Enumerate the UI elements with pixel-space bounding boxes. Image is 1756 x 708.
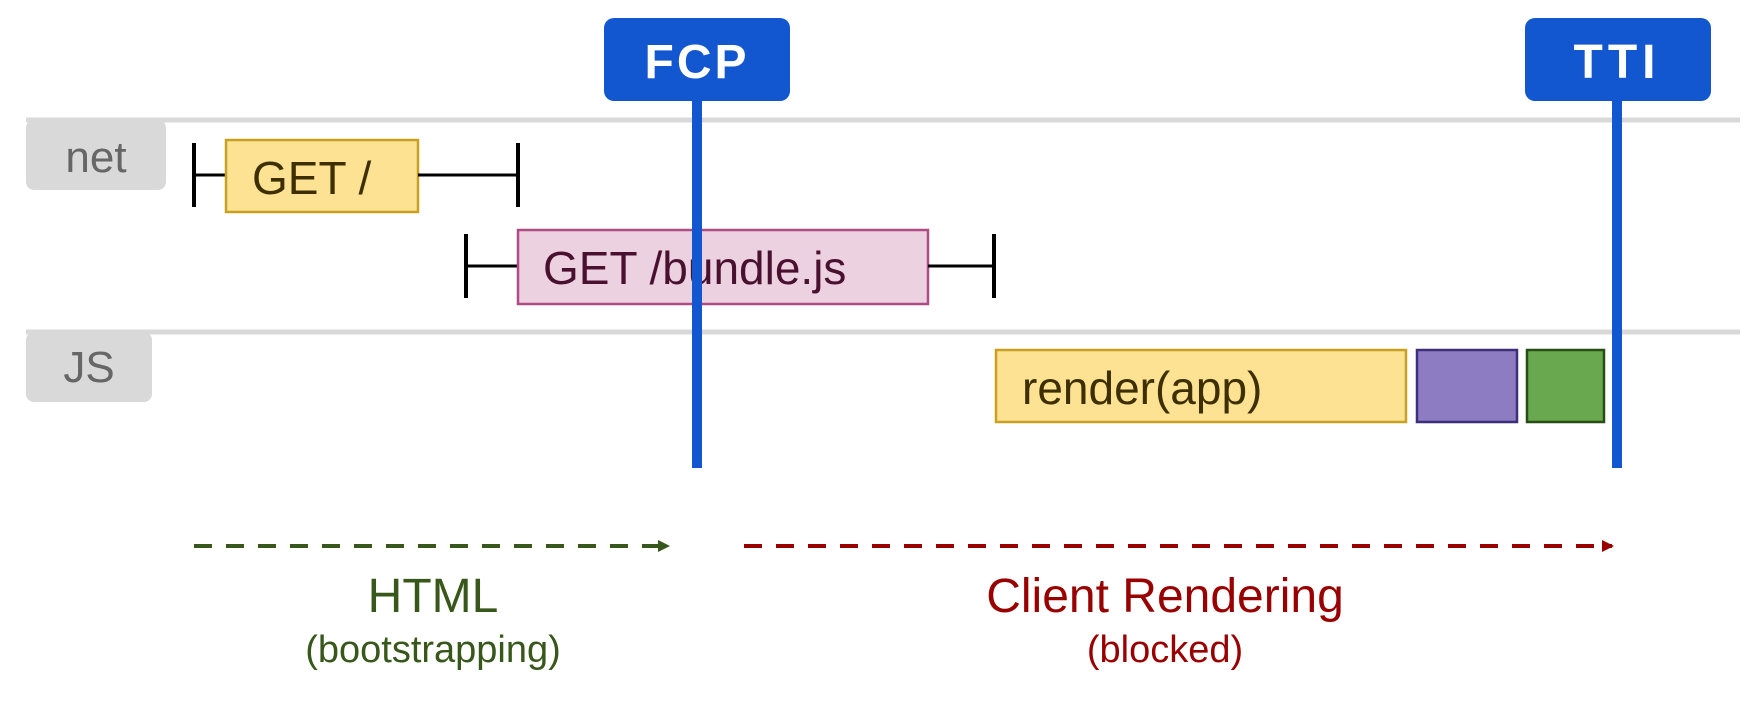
task-label: render(app) (1022, 362, 1262, 414)
fcp-label: FCP (645, 36, 750, 89)
fcp-marker: FCP (604, 18, 790, 101)
tti-label: TTI (1574, 36, 1661, 89)
html-phase-subtitle: (bootstrapping) (305, 629, 561, 671)
js-task-purple (1415, 348, 1519, 424)
lane-tag-js: JS (26, 332, 152, 402)
lane-label-js: JS (63, 343, 114, 392)
request-bar (224, 138, 420, 214)
request-label: GET / (252, 152, 372, 204)
html-phase-title: HTML (368, 570, 499, 623)
tti-marker: TTI (1525, 18, 1711, 101)
request-bar (516, 228, 930, 306)
request-get-root: GET / (192, 138, 520, 214)
task-bar (994, 348, 1408, 424)
lane-label-net: net (65, 133, 126, 182)
js-task-render: render(app) (994, 348, 1408, 424)
lane-tag-net: net (26, 120, 166, 190)
js-task-green (1525, 348, 1606, 424)
request-get-bundle: GET /bundle.js (464, 228, 996, 306)
client-rendering-phase-subtitle: (blocked) (1087, 629, 1243, 671)
client-rendering-phase-title: Client Rendering (986, 570, 1344, 623)
